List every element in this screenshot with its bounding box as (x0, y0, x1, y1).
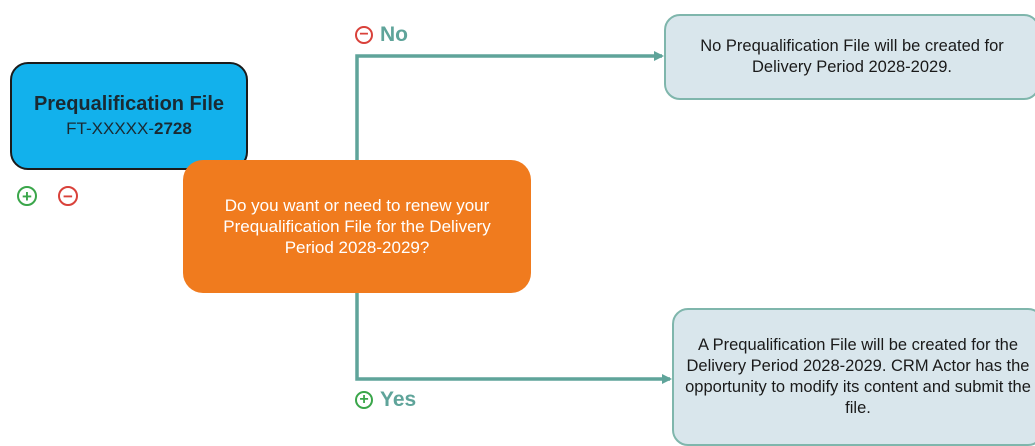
renewal-decision-node: Do you want or need to renew your Prequa… (183, 160, 531, 293)
expand-control[interactable]: + (17, 186, 37, 207)
outcome-no-text: No Prequalification File will be created… (700, 37, 1004, 76)
decision-question: Do you want or need to renew your Prequa… (223, 196, 491, 257)
outcome-no-node: No Prequalification File will be created… (664, 14, 1035, 100)
plus-circle-icon: + (355, 391, 373, 409)
minus-circle-icon: − (355, 26, 373, 44)
branch-no-text: No (380, 23, 408, 46)
prequalification-file-node: Prequalification File FT-XXXXX-2728 (10, 62, 248, 170)
minus-circle-icon[interactable]: − (58, 186, 78, 206)
file-code-suffix: 2728 (154, 119, 192, 138)
collapse-control[interactable]: − (58, 186, 78, 207)
connector-no (355, 51, 664, 160)
prequalification-file-title: Prequalification File (33, 93, 225, 115)
prequalification-file-code: FT-XXXXX-2728 (66, 118, 192, 140)
file-code-prefix: FT-XXXXX- (66, 119, 155, 138)
plus-circle-icon[interactable]: + (17, 186, 37, 206)
branch-label-no: − No (355, 23, 408, 47)
outcome-yes-node: A Prequalification File will be created … (672, 308, 1035, 446)
connector-yes (355, 293, 672, 384)
outcome-yes-text: A Prequalification File will be created … (685, 336, 1031, 417)
branch-yes-text: Yes (380, 388, 417, 411)
branch-label-yes: + Yes (355, 388, 416, 412)
